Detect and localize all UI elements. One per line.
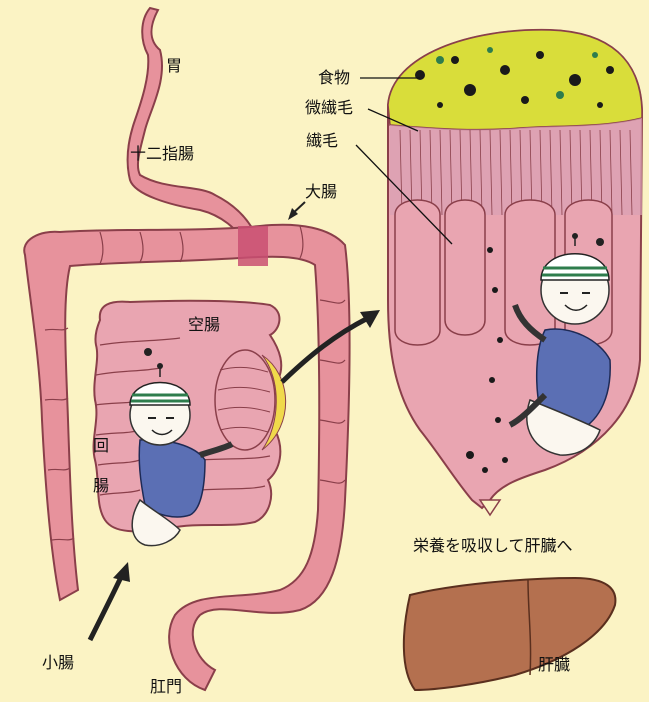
label-microvilli: 微繊毛 [305, 100, 353, 116]
label-villi: 繊毛 [306, 133, 338, 149]
label-food: 食物 [318, 70, 350, 86]
large-intestine-band [238, 226, 268, 266]
label-anus: 肛門 [150, 679, 182, 695]
label-liver: 肝臓 [538, 657, 570, 673]
label-small-intestine: 小腸 [42, 655, 74, 671]
label-stomach: 胃 [166, 58, 182, 74]
label-ileum-1: 回 [93, 438, 109, 454]
label-ileum-2: 腸 [93, 478, 109, 494]
label-absorption: 栄養を吸収して肝臓へ [413, 538, 573, 554]
small-intestine-arrow [90, 575, 122, 640]
label-large-intestine: 大腸 [305, 184, 337, 200]
stomach-duodenum [128, 8, 258, 248]
label-jejunum: 空腸 [188, 317, 220, 333]
small-intestine-arrow-head [113, 562, 130, 582]
label-duodenum: 十二指腸 [130, 146, 194, 162]
intestine-cross-section [215, 350, 275, 450]
liver [404, 578, 616, 690]
